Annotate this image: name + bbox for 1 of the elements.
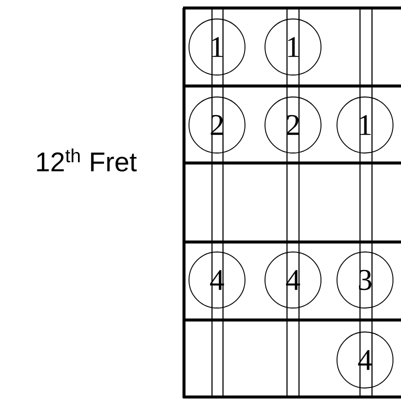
fret-label: 12$^{th}$ Fret	[37, 148, 137, 172]
